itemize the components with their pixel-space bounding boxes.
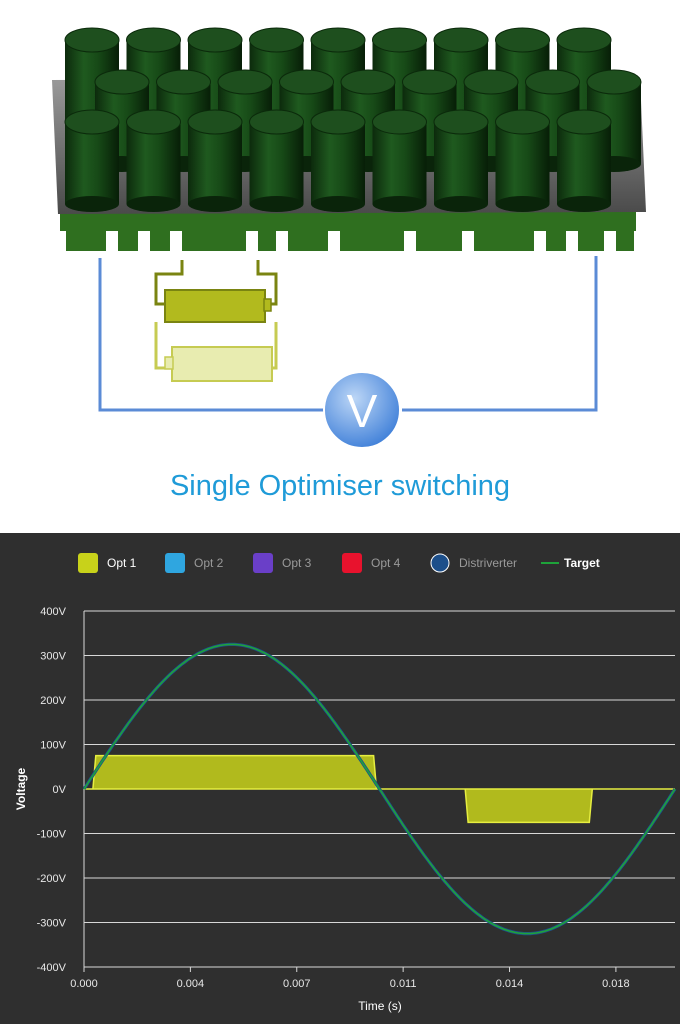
y-tick-label: 200V [40, 695, 66, 707]
optimiser-1-leads [154, 260, 278, 306]
y-tick-label: 300V [40, 651, 66, 663]
legend-label: Opt 3 [282, 556, 312, 570]
legend-label: Target [564, 556, 600, 570]
optimiser-2-terminal [164, 356, 174, 370]
legend-swatch [430, 553, 450, 573]
capacitor [126, 109, 181, 212]
legend-item-opt-3[interactable]: Opt 3 [253, 553, 312, 573]
capacitor [249, 109, 304, 212]
board-teeth [66, 225, 634, 251]
capacitor [372, 109, 427, 212]
capacitor [433, 109, 489, 212]
x-tick-label: 0.011 [390, 978, 417, 990]
legend-item-opt-1[interactable]: Opt 1 [78, 553, 137, 573]
x-tick-label: 0.018 [602, 978, 630, 990]
y-tick-label: -300V [37, 918, 67, 930]
voltmeter [323, 371, 401, 449]
legend-swatch [342, 553, 362, 573]
x-tick-label: 0.007 [283, 978, 311, 990]
optimiser-1 [164, 289, 266, 323]
legend-swatch [253, 553, 273, 573]
circuit-wire [98, 256, 598, 412]
x-tick-label: 0.000 [70, 978, 98, 990]
chart-panel: Opt 1 Opt 2 Opt 3 Opt 4 Distriverter Target 4… [0, 533, 680, 1024]
capacitor [64, 109, 120, 212]
capacitor [310, 109, 366, 212]
legend-label: Opt 1 [107, 556, 137, 570]
chart-legend: Opt 1 Opt 2 Opt 3 Opt 4 Distriverter Target [78, 553, 600, 573]
x-axis-label: Time (s) [358, 999, 402, 1013]
voltage-chart: Opt 1 Opt 2 Opt 3 Opt 4 Distriverter Target 4… [14, 553, 677, 1013]
y-tick-label: -400V [37, 962, 67, 974]
series-target-line [83, 643, 676, 935]
legend-swatch [165, 553, 185, 573]
y-tick-label: 400V [40, 606, 66, 618]
legend-item-opt-4[interactable]: Opt 4 [342, 553, 401, 573]
legend-item-target[interactable]: Target [541, 556, 600, 570]
x-tick-label: 0.014 [496, 978, 524, 990]
capacitor [495, 109, 550, 212]
optimiser-1-terminal [263, 298, 272, 312]
legend-label: Opt 4 [371, 556, 401, 570]
capacitor [556, 109, 612, 212]
capacitor [187, 109, 243, 212]
diagram-title: Single Optimiser switching [169, 470, 511, 502]
y-axis-label: Voltage [14, 767, 28, 810]
y-tick-label: 0V [53, 784, 67, 796]
legend-label: Distriverter [459, 556, 517, 570]
y-tick-label: -200V [37, 873, 67, 885]
legend-item-opt-2[interactable]: Opt 2 [165, 553, 224, 573]
y-axis-ticks: 400V 300V 200V 100V 0V -100V -200V -300V -400V [37, 606, 67, 974]
series-opt-1-area [84, 754, 675, 824]
plot-area [82, 642, 677, 936]
optimiser-diagram: V [52, 27, 646, 449]
optimiser-2 [171, 346, 273, 382]
capacitor-array [64, 27, 642, 212]
y-tick-label: -100V [37, 829, 67, 841]
legend-swatch [78, 553, 98, 573]
y-tick-label: 100V [40, 740, 66, 752]
x-tick-label: 0.004 [177, 978, 205, 990]
voltmeter-label: V [347, 385, 378, 437]
legend-label: Opt 2 [194, 556, 224, 570]
x-axis-ticks: 0.000 0.004 0.007 0.011 0.014 0.018 [70, 967, 630, 990]
legend-item-distriverter[interactable]: Distriverter [430, 553, 517, 573]
